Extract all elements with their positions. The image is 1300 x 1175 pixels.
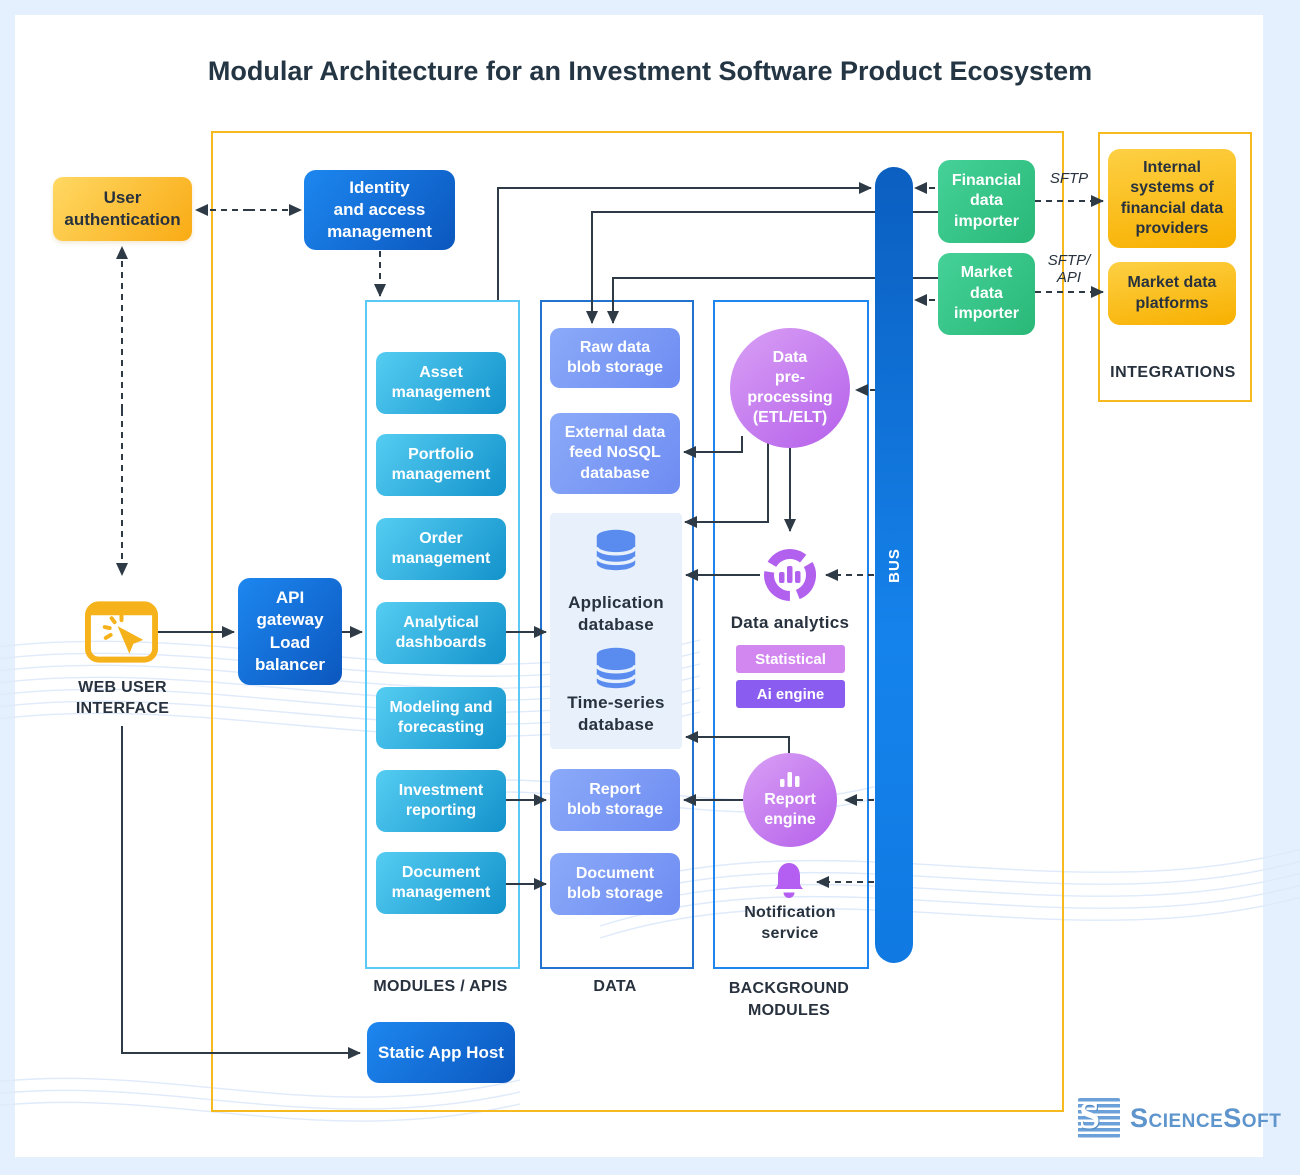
report-blob-storage-box: Report blob storage	[550, 769, 680, 831]
bell-icon	[775, 863, 803, 898]
module-portfolio-management: Portfolio management	[376, 434, 506, 496]
report-engine-label: Report engine	[764, 790, 816, 828]
web-user-interface-icon	[85, 601, 158, 668]
api-gateway-load-balancer-box: API gateway Load balancer	[238, 578, 342, 685]
data-analytics-icon	[762, 547, 818, 608]
data-analytics-label: Data analytics	[730, 613, 850, 632]
sftp-edge-label: SFTP	[1049, 170, 1089, 187]
market-data-platforms-box: Market data platforms	[1108, 262, 1236, 325]
database-icon	[595, 529, 637, 571]
time-series-database-icon	[591, 645, 641, 696]
internal-systems-box: Internal systems of financial data provi…	[1108, 149, 1236, 248]
modules-apis-section-label: MODULES / APIS	[373, 978, 508, 995]
user-authentication-box: User authentication	[53, 177, 192, 241]
bus-label: BUS	[885, 547, 903, 583]
external-data-feed-nosql-box: External data feed NoSQL database	[550, 413, 680, 494]
sciencesoft-logo-text: ScienceSoft	[1130, 1102, 1282, 1133]
data-section-label: DATA	[593, 978, 637, 995]
integrations-label: INTEGRATIONS	[1110, 364, 1236, 381]
sftp-api-edge-label: SFTP/ API	[1047, 252, 1091, 286]
integrations-frame	[1098, 132, 1252, 402]
static-app-host-box: Static App Host	[367, 1022, 515, 1083]
raw-data-blob-storage-box: Raw data blob storage	[550, 328, 680, 388]
identity-access-management-box: Identity and access management	[304, 170, 455, 250]
background-modules-section-label: BACKGROUND MODULES	[728, 980, 850, 1019]
web-user-interface-label: WEB USER INTERFACE	[75, 679, 170, 717]
report-engine-circle: Report engine	[743, 753, 837, 847]
statistical-badge: Statistical	[736, 645, 845, 673]
module-order-management: Order management	[376, 518, 506, 580]
data-preprocessing-circle: Data pre- processing (ETL/ELT)	[730, 328, 850, 448]
bus-bar: BUS	[875, 167, 913, 963]
database-icon	[595, 647, 637, 689]
donut-chart-icon	[764, 549, 816, 601]
time-series-database-label: Time-series database	[567, 693, 665, 735]
module-analytical-dashboards: Analytical dashboards	[376, 602, 506, 664]
module-investment-reporting: Investment reporting	[376, 770, 506, 832]
module-modeling-forecasting: Modeling and forecasting	[376, 687, 506, 749]
sciencesoft-logo-icon: S	[1078, 1098, 1120, 1138]
page-title: Modular Architecture for an Investment S…	[207, 56, 1093, 86]
application-database-label: Application database	[568, 593, 664, 635]
bar-chart-icon	[780, 771, 800, 787]
document-blob-storage-box: Document blob storage	[550, 853, 680, 915]
ai-engine-badge: Ai engine	[736, 680, 845, 708]
application-database-icon	[591, 527, 641, 578]
module-document-management: Document management	[376, 852, 506, 914]
notification-service-icon	[769, 860, 809, 905]
financial-data-importer-box: Financial data importer	[938, 160, 1035, 243]
browser-click-icon	[85, 601, 158, 663]
module-asset-management: Asset management	[376, 352, 506, 414]
modules-frame	[365, 300, 520, 969]
outer-frame	[211, 131, 1064, 1112]
sciencesoft-logo: S ScienceSoft	[1078, 1098, 1281, 1138]
market-data-importer-box: Market data importer	[938, 253, 1035, 335]
notification-service-label: Notification service	[744, 904, 836, 942]
